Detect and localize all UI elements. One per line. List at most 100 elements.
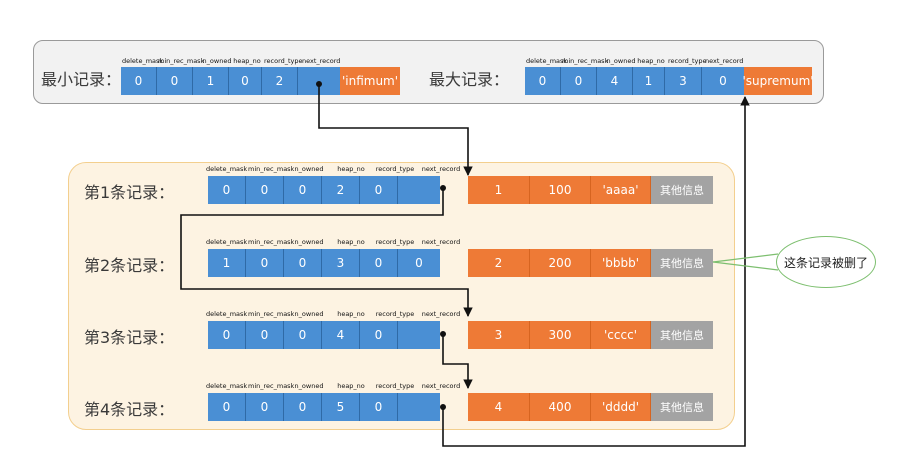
record-2-header-heap-no: heap_no — [337, 238, 365, 246]
min-cell-delete-mask: 0 — [121, 67, 157, 95]
record-4-cell-min-rec-mask: 0 — [246, 393, 284, 421]
record-2-cell-n-owned: 0 — [284, 249, 322, 277]
record-4-cell-n-owned: 0 — [284, 393, 322, 421]
record-2-data-text: 'bbbb' — [591, 249, 651, 277]
record-4-header-n-owned: n_owned — [294, 382, 324, 390]
infimum-cell: 'infimum' — [340, 67, 400, 95]
arrow-rec4-to-max — [442, 96, 750, 447]
arrow-rec1-to-rec3 — [180, 188, 473, 317]
min-header-delete-mask: delete_mask — [122, 57, 164, 65]
record-2-cell-heap-no: 3 — [322, 249, 360, 277]
max-cell-delete-mask: 0 — [525, 67, 561, 95]
callout-pointer-top — [712, 253, 779, 263]
record-3-cell-next-record — [398, 321, 440, 349]
record-1-data-value: 100 — [530, 176, 591, 204]
record-1-header-delete-mask: delete_mask — [206, 165, 248, 173]
record-1-cell-record-type: 0 — [360, 176, 398, 204]
record-2-data-pk: 2 — [468, 249, 530, 277]
record-3-header-n-owned: n_owned — [294, 310, 324, 318]
record-1-cell-n-owned: 0 — [284, 176, 322, 204]
record-3-label: 第3条记录： — [84, 328, 175, 347]
max-cell-next-record: 0 — [702, 67, 744, 95]
record-3-cell-heap-no: 4 — [322, 321, 360, 349]
record-4-other-info: 其他信息 — [651, 393, 713, 421]
record-3-header-next-record: next_record — [421, 310, 461, 318]
record-1-other-info: 其他信息 — [651, 176, 713, 204]
min-cell-n-owned: 1 — [193, 67, 229, 95]
record-3-data-text: 'cccc' — [591, 321, 651, 349]
record-2-header-n-owned: n_owned — [294, 238, 324, 246]
record-3-cell-min-rec-mask: 0 — [246, 321, 284, 349]
record-2-header-record-type: record_type — [375, 238, 415, 246]
record-1-data-pk: 1 — [468, 176, 530, 204]
record-4-label: 第4条记录： — [84, 400, 175, 419]
max-header-delete-mask: delete_mask — [526, 57, 568, 65]
record-1-header-heap-no: heap_no — [337, 165, 365, 173]
arrow-rec3-to-rec4 — [442, 334, 473, 389]
max-record-label: 最大记录： — [429, 70, 510, 89]
max-header-heap-no: heap_no — [637, 57, 665, 65]
record-1-cell-delete-mask: 0 — [208, 176, 246, 204]
record-3-header-delete-mask: delete_mask — [206, 310, 248, 318]
record-1-label: 第1条记录： — [84, 183, 175, 202]
record-3-header-heap-no: heap_no — [337, 310, 365, 318]
deleted-callout-text: 这条记录被删了 — [783, 255, 868, 270]
record-4-header-record-type: record_type — [375, 382, 415, 390]
max-header-n-owned: n_owned — [606, 57, 636, 65]
record-2-header-min-rec-mask: min_rec_mask — [248, 238, 295, 246]
min-header-heap-no: heap_no — [233, 57, 261, 65]
record-3-other-info: 其他信息 — [651, 321, 713, 349]
record-4-header-delete-mask: delete_mask — [206, 382, 248, 390]
records-panel — [68, 162, 735, 430]
min-header-n-owned: n_owned — [202, 57, 232, 65]
max-header-min-rec-mask: min_rec_mask — [562, 57, 609, 65]
record-4-cell-heap-no: 5 — [322, 393, 360, 421]
record-4-data-pk: 4 — [468, 393, 530, 421]
record-3-cell-record-type: 0 — [360, 321, 398, 349]
record-2-data-value: 200 — [530, 249, 591, 277]
max-cell-n-owned: 4 — [597, 67, 633, 95]
record-2-label: 第2条记录： — [84, 256, 175, 275]
min-header-next-record: next_record — [302, 57, 341, 65]
min-cell-record-type: 2 — [262, 67, 298, 95]
record-2-header-delete-mask: delete_mask — [206, 238, 248, 246]
callout-pointer-bottom — [712, 261, 779, 271]
record-3-cell-n-owned: 0 — [284, 321, 322, 349]
max-cell-min-rec-mask: 0 — [561, 67, 597, 95]
arrow-min-to-rec1 — [318, 84, 473, 176]
record-2-other-info: 其他信息 — [651, 249, 713, 277]
record-2-cell-next-record: 0 — [398, 249, 440, 277]
record-4-header-next-record: next_record — [421, 382, 461, 390]
min-header-record-type: record_type — [264, 57, 303, 65]
record-1-header-min-rec-mask: min_rec_mask — [248, 165, 295, 173]
record-2-header-next-record: next_record — [421, 238, 461, 246]
record-1-cell-heap-no: 2 — [322, 176, 360, 204]
record-4-cell-next-record — [398, 393, 440, 421]
max-cell-record-type: 3 — [665, 67, 702, 95]
min-cell-min-rec-mask: 0 — [157, 67, 193, 95]
record-4-data-value: 400 — [530, 393, 591, 421]
record-4-cell-delete-mask: 0 — [208, 393, 246, 421]
record-4-cell-record-type: 0 — [360, 393, 398, 421]
record-3-header-min-rec-mask: min_rec_mask — [248, 310, 295, 318]
max-header-next-record: next_record — [705, 57, 744, 65]
record-1-header-n-owned: n_owned — [294, 165, 324, 173]
max-header-record-type: record_type — [668, 57, 707, 65]
deleted-callout: 这条记录被删了 — [776, 236, 876, 288]
record-3-header-record-type: record_type — [375, 310, 415, 318]
record-4-header-min-rec-mask: min_rec_mask — [248, 382, 295, 390]
record-2-cell-min-rec-mask: 0 — [246, 249, 284, 277]
record-1-cell-min-rec-mask: 0 — [246, 176, 284, 204]
record-4-header-heap-no: heap_no — [337, 382, 365, 390]
record-1-header-record-type: record_type — [375, 165, 415, 173]
record-2-cell-delete-mask: 1 — [208, 249, 246, 277]
record-1-cell-next-record — [398, 176, 440, 204]
record-1-header-next-record: next_record — [421, 165, 461, 173]
min-record-label: 最小记录： — [41, 70, 122, 89]
record-3-data-value: 300 — [530, 321, 591, 349]
min-header-min-rec-mask: min_rec_mask — [158, 57, 205, 65]
min-cell-heap-no: 0 — [229, 67, 262, 95]
record-1-data-text: 'aaaa' — [591, 176, 651, 204]
record-3-data-pk: 3 — [468, 321, 530, 349]
